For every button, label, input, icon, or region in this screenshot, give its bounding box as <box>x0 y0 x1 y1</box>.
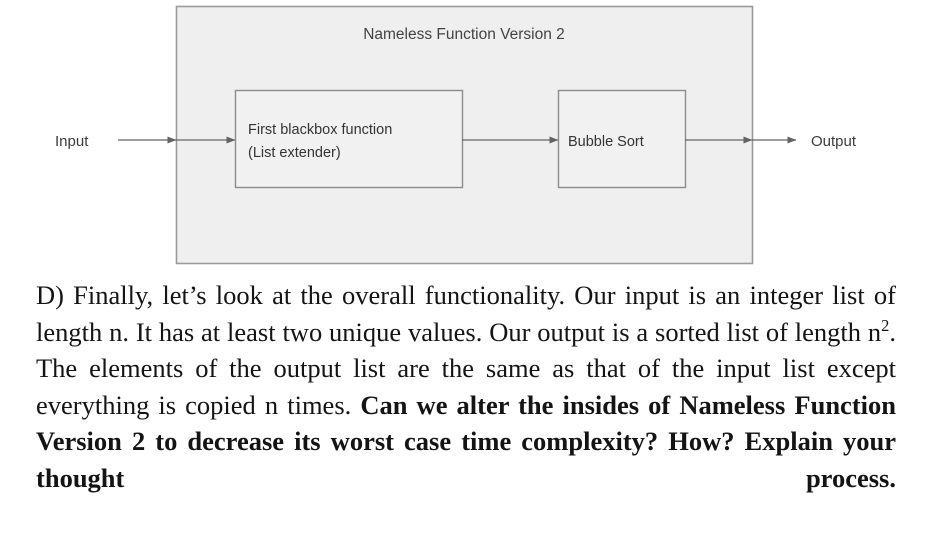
block-first-blackbox-line1: First blackbox function <box>248 122 392 138</box>
container-title: Nameless Function Version 2 <box>363 26 565 43</box>
prose-segment-1: 2 <box>881 315 890 335</box>
block-bubble-sort-line1: Bubble Sort <box>568 134 644 150</box>
block-first-blackbox <box>234 89 464 189</box>
diagram-canvas: Nameless Function Version 2 Input First … <box>55 5 857 265</box>
prose-segment-0: D) Finally, let’s look at the overall fu… <box>36 280 896 347</box>
block-first-blackbox-line2: (List extender) <box>248 145 341 161</box>
question-paragraph: D) Finally, let’s look at the overall fu… <box>36 277 896 533</box>
block-diagram: Nameless Function Version 2 Input First … <box>0 0 930 272</box>
output-label: Output <box>811 133 857 150</box>
input-label: Input <box>55 133 89 150</box>
prose-segment-3: Can we alter the insides of Nameless Fun… <box>36 389 896 493</box>
block-bubble-sort <box>557 89 687 189</box>
prose-segment-2: . The elements of the output list are th… <box>36 316 896 420</box>
